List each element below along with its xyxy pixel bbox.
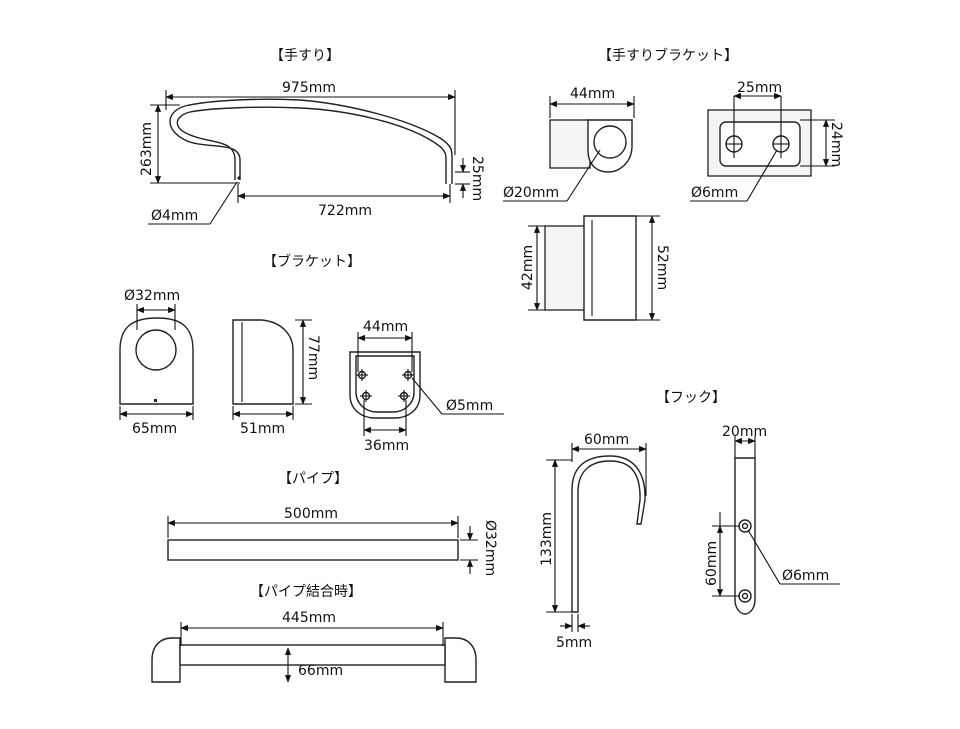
dim-25-label: 25mm [469, 156, 485, 201]
pipe-section: 【パイプ】 500mm Ø32mm [167, 471, 498, 576]
bracket-top-inner [355, 355, 415, 413]
leader [411, 377, 443, 415]
leader [746, 149, 778, 202]
bracket-top [349, 351, 421, 419]
hole-4-label: Ø4mm [151, 208, 198, 224]
dim-24-label: 24mm [828, 122, 844, 167]
bracket-front-body [549, 119, 591, 169]
hook-hole-6-label: Ø6mm [782, 568, 829, 584]
dim-263-label: 263mm [139, 122, 155, 176]
hook-hole-top-inner [741, 522, 749, 530]
bracket-side [232, 319, 294, 405]
joint-left [151, 637, 181, 683]
dim-445-label: 445mm [282, 610, 336, 626]
hook-front [734, 457, 756, 615]
handrail-title: 【手すり】 [270, 48, 340, 64]
ring-hole [593, 125, 627, 159]
dim-500-label: 500mm [284, 506, 338, 522]
dim-44b-label: 44mm [363, 319, 408, 335]
dim-60h-label: 60mm [584, 432, 629, 448]
dim-60v-label: 60mm [704, 541, 720, 586]
hook-hole-bottom-inner [741, 592, 749, 600]
dim-32p-label: Ø32mm [482, 520, 498, 576]
joined-pipe [179, 644, 446, 666]
hook-section: 【フック】 60mm 133mm 5mm 20mm 60mm Ø6mm [539, 390, 840, 651]
hook-title: 【フック】 [656, 390, 726, 406]
leader [209, 181, 238, 225]
ring-32-label: Ø32mm [124, 288, 180, 304]
bracket-ring [135, 329, 177, 371]
ring-20-label: Ø20mm [503, 185, 559, 201]
hole-dot [237, 176, 241, 180]
plate-slot [719, 121, 801, 167]
screw-holes [356, 369, 414, 402]
drain-hole [154, 399, 157, 402]
dim-20-label: 20mm [722, 424, 767, 440]
pipe-title: 【パイプ】 [278, 471, 348, 487]
hole-6-label: Ø6mm [691, 185, 738, 201]
dim-42-label: 42mm [520, 245, 536, 290]
leader [747, 529, 781, 585]
pipe-joined-section: 【パイプ結合時】 445mm 66mm [151, 584, 477, 683]
dim-51-label: 51mm [240, 421, 285, 437]
pipe-body [167, 539, 459, 561]
handrail-bracket-title: 【手すりブラケット】 [598, 47, 738, 64]
handrail-section: 【手すり】 975mm 263mm 25mm 722mm Ø4mm [139, 48, 485, 225]
dim-5-label: 5mm [556, 635, 592, 651]
hook-side [571, 455, 646, 613]
bracket-front-ring [587, 119, 633, 173]
bracket-front [119, 317, 194, 405]
hole-5-label: Ø5mm [446, 398, 493, 414]
bracket-title: 【ブラケット】 [263, 253, 361, 270]
dim-44-label: 44mm [570, 86, 615, 102]
dim-133-label: 133mm [539, 512, 555, 566]
handrail-shape [169, 98, 453, 184]
joint-right [444, 637, 477, 683]
dim-25-pitch-label: 25mm [737, 80, 782, 96]
pipe-joined-title: 【パイプ結合時】 [250, 584, 362, 600]
dim-52-label: 52mm [654, 245, 670, 290]
dim-975-label: 975mm [282, 80, 336, 96]
side-body [544, 225, 588, 311]
bracket-section: 【ブラケット】 Ø32mm 65mm 51mm 77mm [119, 253, 504, 454]
leader [566, 149, 601, 202]
dim-65-label: 65mm [132, 421, 177, 437]
dim-722-label: 722mm [318, 203, 372, 219]
dim-77-label: 77mm [305, 335, 321, 380]
handrail-bracket-section: 【手すりブラケット】 44mm Ø20mm 25mm 24mm Ø6mm [503, 47, 844, 321]
dim-66-label: 66mm [298, 663, 343, 679]
dim-36-label: 36mm [364, 438, 409, 454]
